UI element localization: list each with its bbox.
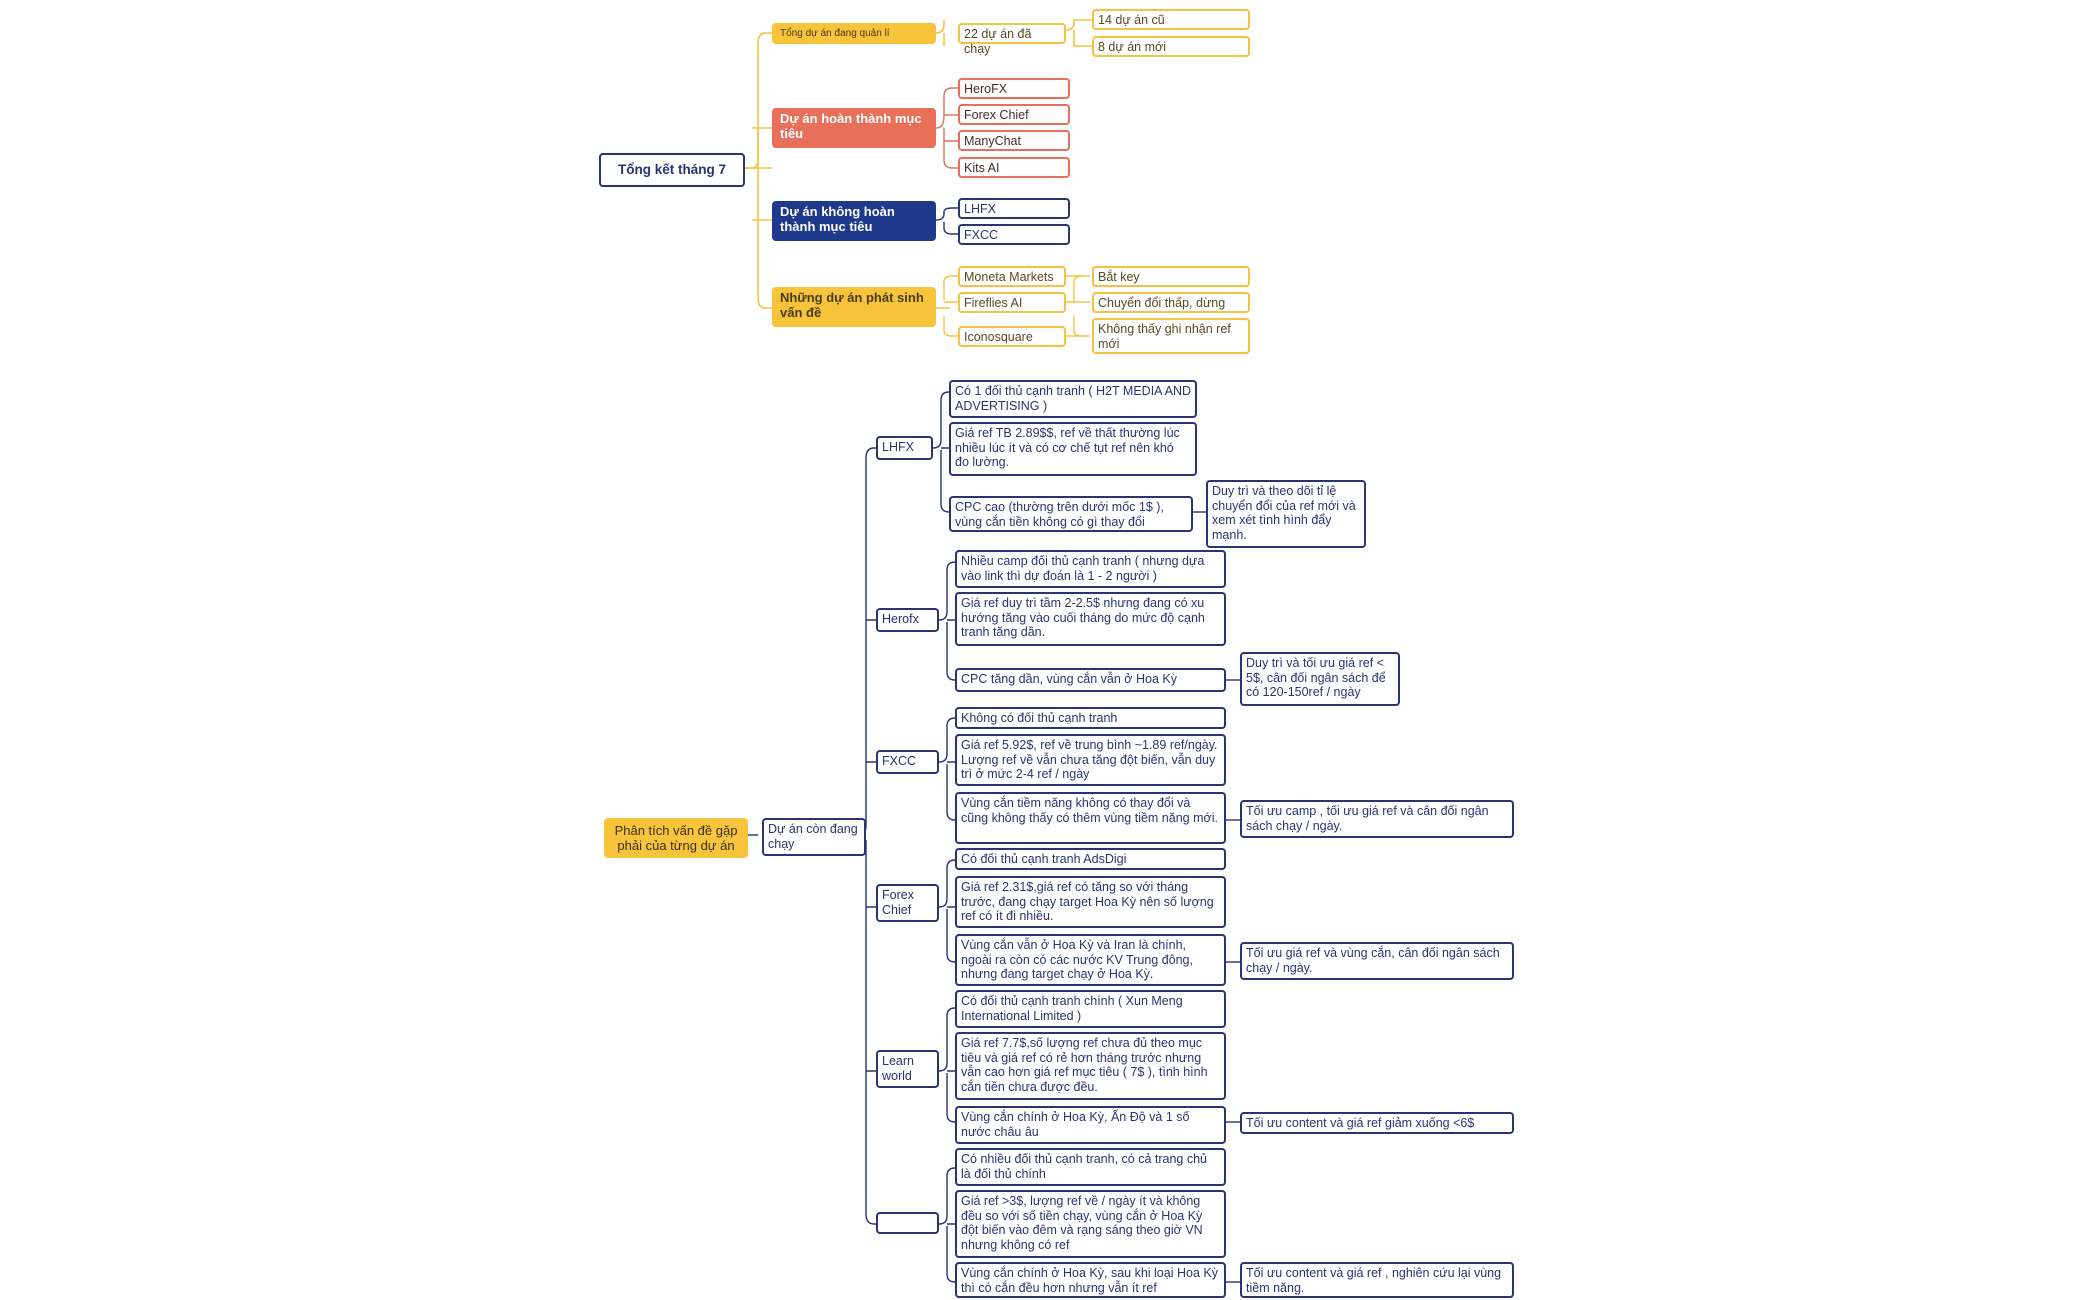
project-action[interactable]: Duy trì và theo dõi tỉ lệ chuyển đổi của… — [1206, 480, 1366, 548]
not-completed-item[interactable]: FXCC — [958, 224, 1070, 245]
completed-item[interactable]: HeroFX — [958, 78, 1070, 99]
issue-project[interactable]: Moneta Markets — [958, 266, 1066, 287]
managed-new[interactable]: 8 dự án mới — [1092, 36, 1250, 57]
project-point[interactable]: CPC cao (thường trên dưới mốc 1$ ), vùng… — [949, 496, 1193, 532]
issue-project[interactable]: Iconosquare — [958, 326, 1066, 347]
completed-item[interactable]: Kits AI — [958, 157, 1070, 178]
project-point[interactable]: Vùng cắn chính ở Hoa Kỳ, Ấn Độ và 1 số n… — [955, 1106, 1226, 1144]
completed-item[interactable]: ManyChat — [958, 130, 1070, 151]
issue-detail[interactable]: Không thấy ghi nhận ref mới — [1092, 318, 1250, 354]
project-point[interactable]: CPC tăng dần, vùng cắn vẫn ở Hoa Kỳ — [955, 668, 1226, 692]
issue-detail[interactable]: Bắt key — [1092, 266, 1250, 287]
completed-item[interactable]: Forex Chief — [958, 104, 1070, 125]
project-action[interactable]: Duy trì và tối ưu giá ref < 5$, cân đối … — [1240, 652, 1400, 706]
project-point[interactable]: Giá ref 5.92$, ref về trung bình ~1.89 r… — [955, 734, 1226, 786]
project-point[interactable]: Giá ref duy trì tầm 2-2.5$ nhưng đang có… — [955, 592, 1226, 646]
summary-root[interactable]: Tổng kết tháng 7 — [599, 153, 745, 187]
not-completed-header[interactable]: Dự án không hoàn thành mục tiêu — [772, 201, 936, 241]
project-point[interactable]: Vùng cắn tiềm năng không có thay đổi và … — [955, 792, 1226, 844]
project-name[interactable]: FXCC — [876, 750, 939, 774]
project-point[interactable]: Có đối thủ cạnh tranh chính ( Xun Meng I… — [955, 990, 1226, 1028]
project-action[interactable]: Tối ưu camp , tối ưu giá ref và cân đối … — [1240, 800, 1514, 838]
project-point[interactable]: Giá ref TB 2.89$$, ref về thất thường lú… — [949, 422, 1197, 476]
project-point[interactable]: Có 1 đối thủ cạnh tranh ( H2T MEDIA AND … — [949, 380, 1197, 418]
project-point[interactable]: Vùng cắn vẫn ở Hoa Kỳ và Iran là chính, … — [955, 934, 1226, 986]
managed-ran[interactable]: 22 dự án đã chạy — [958, 23, 1066, 56]
project-name[interactable]: Learn world — [876, 1050, 939, 1088]
project-point[interactable]: Có đối thủ cạnh tranh AdsDigi — [955, 848, 1226, 870]
project-action[interactable]: Tối ưu content và giá ref , nghiên cứu l… — [1240, 1262, 1514, 1298]
not-completed-item[interactable]: LHFX — [958, 198, 1070, 219]
project-point[interactable]: Giá ref 2.31$,giá ref có tăng so với thá… — [955, 876, 1226, 928]
issues-header[interactable]: Những dự án phát sinh vấn đề — [772, 287, 936, 327]
managed-header[interactable]: Tổng dự án đang quản lí — [772, 23, 936, 44]
project-point[interactable]: Giá ref >3$, lượng ref về / ngày ít và k… — [955, 1190, 1226, 1258]
project-point[interactable]: Có nhiều đối thủ cạnh tranh, có cả trang… — [955, 1148, 1226, 1186]
managed-old[interactable]: 14 dự án cũ — [1092, 9, 1250, 30]
issue-detail[interactable]: Chuyển đổi thấp, dừng — [1092, 292, 1250, 313]
project-action[interactable]: Tối ưu giá ref và vùng cắn, cân đối ngân… — [1240, 942, 1514, 980]
analysis-root[interactable]: Phân tích vấn đề gặp phải của từng dự án — [604, 818, 748, 858]
project-point[interactable]: Nhiều camp đối thủ cạnh tranh ( nhưng dự… — [955, 550, 1226, 588]
project-name[interactable]: LHFX — [876, 436, 933, 460]
project-point[interactable]: Giá ref 7.7$,số lượng ref chưa đủ theo m… — [955, 1032, 1226, 1100]
completed-header[interactable]: Dự án hoàn thành mục tiêu — [772, 108, 936, 148]
project-name[interactable] — [876, 1212, 939, 1234]
project-name[interactable]: Forex Chief — [876, 884, 939, 922]
project-action[interactable]: Tối ưu content và giá ref giảm xuống <6$ — [1240, 1112, 1514, 1134]
issue-project[interactable]: Fireflies AI — [958, 292, 1066, 313]
project-point[interactable]: Vùng cắn chính ở Hoa Kỳ, sau khi loại Ho… — [955, 1262, 1226, 1298]
running-projects[interactable]: Dự án còn đang chạy — [762, 818, 866, 856]
project-point[interactable]: Không có đối thủ cạnh tranh — [955, 707, 1226, 729]
project-name[interactable]: Herofx — [876, 608, 939, 632]
